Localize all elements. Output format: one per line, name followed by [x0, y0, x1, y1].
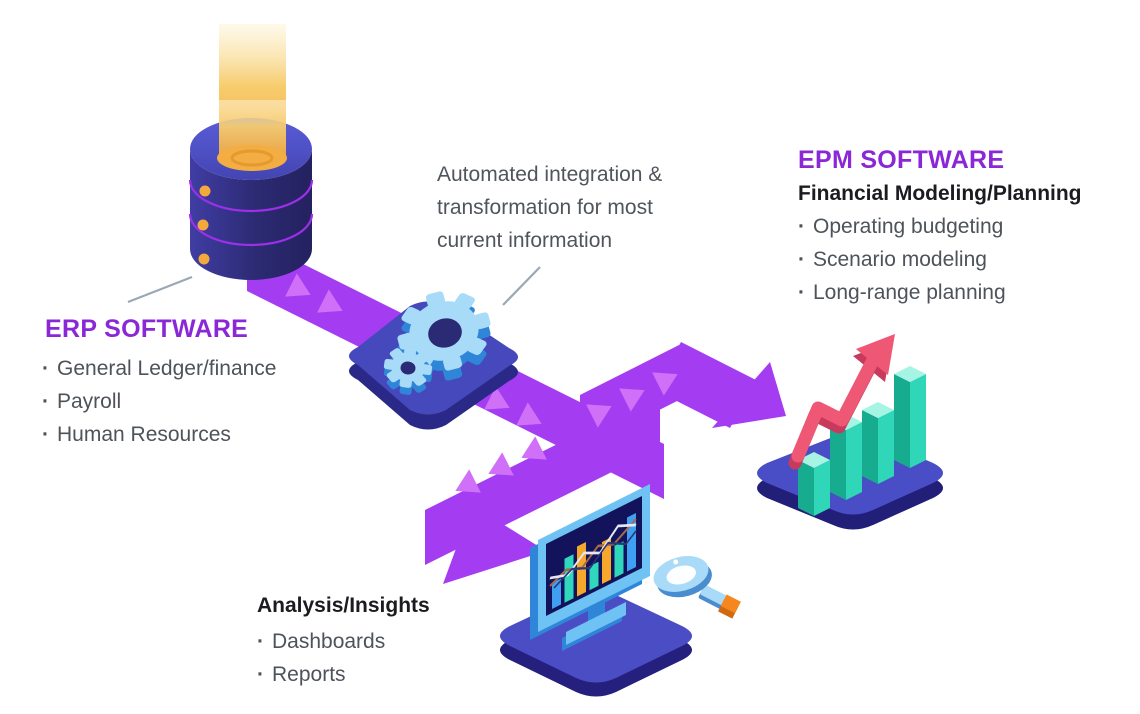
erp-heading: ERP SOFTWARE: [45, 315, 249, 343]
growth-chart-icon: [788, 334, 926, 516]
erp-section: ERP SOFTWARE General Ledger/finance Payr…: [42, 315, 277, 451]
integration-note: Automated integration & transformation f…: [437, 158, 695, 257]
magnifier-icon: [653, 556, 741, 619]
monitor-chart-icon: [530, 484, 650, 652]
leader-lines: [127, 266, 541, 306]
epm-section: EPM SOFTWARE Financial Modeling/Planning…: [798, 146, 1082, 309]
gears-icon: [383, 291, 491, 395]
epm-item: Long-range planning: [798, 276, 1082, 309]
epm-item: Scenario modeling: [798, 243, 1082, 276]
integration-note-text: Automated integration & transformation f…: [437, 163, 663, 252]
analysis-item: Reports: [257, 658, 430, 691]
erp-item: General Ledger/finance: [42, 352, 277, 385]
analysis-item: Dashboards: [257, 625, 430, 658]
flow-arrow-epm: [580, 342, 786, 450]
analysis-section: Analysis/Insights Dashboards Reports: [257, 594, 430, 691]
erp-item: Human Resources: [42, 418, 277, 451]
epm-subheading: Financial Modeling/Planning: [798, 182, 1082, 205]
erp-item: Payroll: [42, 385, 277, 418]
epm-item: Operating budgeting: [798, 210, 1082, 243]
analysis-heading: Analysis/Insights: [257, 594, 430, 617]
epm-heading: EPM SOFTWARE: [798, 146, 1005, 174]
database-icon: [188, 100, 314, 280]
